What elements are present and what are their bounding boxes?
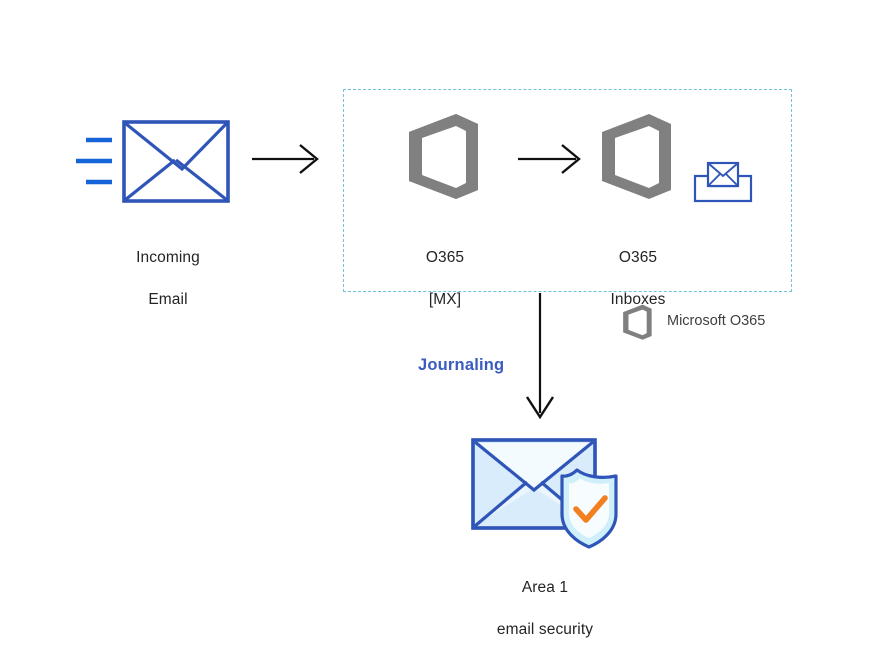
o365-inboxes-caption: O365 Inboxes xyxy=(558,226,718,331)
o365-inboxes-icon-group xyxy=(597,110,679,202)
incoming-email-caption-line-1: Incoming xyxy=(136,249,200,266)
area-1-caption-line-2: email security xyxy=(496,621,594,638)
o365-inboxes-caption-line-1: O365 xyxy=(618,249,658,266)
shielded-envelope-icon xyxy=(471,438,618,549)
edge-journaling xyxy=(522,293,558,421)
o365-inboxes-caption-line-2: Inboxes xyxy=(610,291,666,308)
o365-mx-caption-line-1: O365 xyxy=(425,249,465,266)
incoming-email-envelope-icon xyxy=(76,120,230,203)
o365-mx-caption: O365 [MX] xyxy=(365,226,525,331)
office-365-logo-icon xyxy=(623,304,652,340)
office-365-zone-boundary xyxy=(343,89,792,292)
journaling-edge-label: Journaling xyxy=(418,356,505,374)
incoming-email-caption-line-2: Email xyxy=(148,291,188,308)
office-365-logo-icon xyxy=(409,114,478,199)
o365-mx-caption-line-2: [MX] xyxy=(428,291,462,308)
office-365-logo-icon xyxy=(602,114,671,199)
area-1-caption-line-1: Area 1 xyxy=(521,579,569,596)
legend-office-365-icon-group xyxy=(621,303,655,341)
area-1-caption: Area 1 email security xyxy=(465,556,625,661)
arrow-right-icon xyxy=(252,144,319,174)
inbox-tray-icon-group xyxy=(692,160,754,204)
arrow-down-icon xyxy=(525,293,555,420)
area-1-icon-group xyxy=(468,434,632,550)
edge-incoming-to-mx xyxy=(252,142,324,176)
inbox-tray-envelope-icon xyxy=(693,161,753,203)
legend-label-microsoft-o365: Microsoft O365 xyxy=(667,313,766,329)
edge-mx-to-inboxes xyxy=(518,142,586,176)
o365-mx-icon-group xyxy=(404,110,486,202)
arrow-right-icon xyxy=(518,144,581,174)
speed-lines-icon xyxy=(76,137,112,185)
incoming-email-caption: Incoming Email xyxy=(88,226,248,331)
check-icon xyxy=(573,495,608,523)
incoming-email-icon-group xyxy=(70,118,235,210)
